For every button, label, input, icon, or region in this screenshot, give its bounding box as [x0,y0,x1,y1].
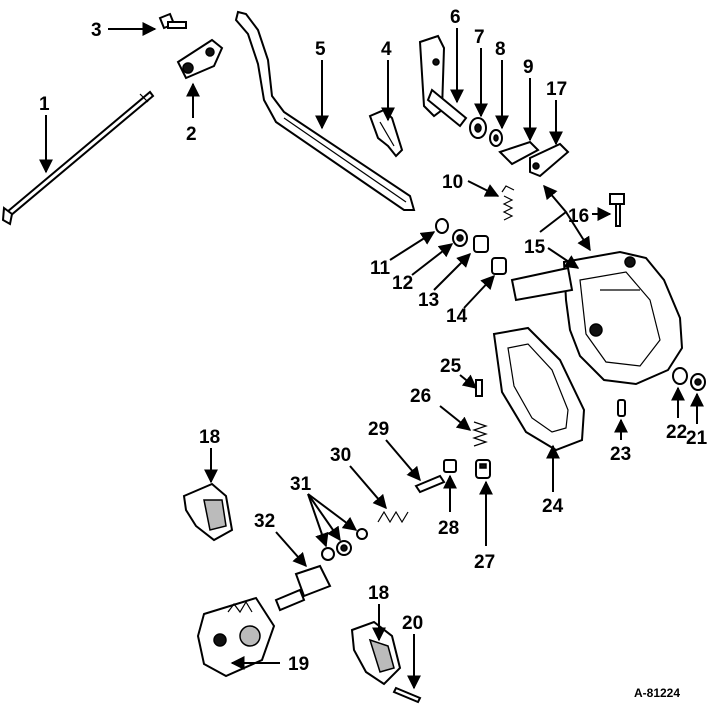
part-10-spring [501,185,515,221]
leader-lines [39,22,704,690]
part-18-bracket-lower [350,620,402,686]
part-19-gear-assembly [196,596,276,678]
leader-32 [275,531,307,568]
callout-20: 20 [402,613,423,634]
part-16-capscrew [609,193,625,227]
callout-11: 11 [370,258,391,279]
part-26-spring [472,421,488,447]
part-27-plug [475,459,491,479]
part-30-spring [377,510,409,524]
part-9-detent-plate [498,140,540,166]
part-7-washer [469,117,487,139]
part-6-lever-shaft [418,34,468,128]
leader-14 [463,274,495,309]
callout-3: 3 [91,20,102,41]
figure-reference: A-81224 [634,686,680,700]
callout-25: 25 [440,356,462,377]
part-5-shift-lever [234,10,416,211]
callout-18-upper: 18 [199,427,220,448]
callout-7: 7 [474,27,485,48]
part-29-pin [414,474,446,494]
leader-16-bracket-down [565,211,591,252]
callout-5: 5 [315,39,326,60]
callout-12: 12 [392,273,413,294]
callout-27: 27 [474,552,495,573]
callout-18-lower: 18 [368,583,389,604]
leader-31a [307,493,358,531]
leader-15 [547,247,580,269]
part-18-bracket-upper [182,482,234,542]
callout-23: 23 [610,444,631,465]
part-31-parts-set [321,528,368,561]
callout-30: 30 [330,445,351,466]
part-12-washer [452,229,468,247]
part-3-bolt [158,12,187,30]
part-20-pin [392,686,422,704]
leader-26 [439,405,472,431]
callout-28: 28 [438,518,459,539]
callout-29: 29 [368,419,389,440]
callout-4: 4 [381,39,392,60]
part-11-washer [435,218,449,234]
part-22-seal [672,367,688,385]
callout-16: 16 [568,206,589,227]
part-23-dowel [617,399,626,417]
leader-10 [467,180,500,197]
callout-15: 15 [524,237,546,258]
callout-labels: 1 2 3 4 5 6 7 8 9 10 11 12 13 14 15 16 1… [39,7,708,675]
part-17-lock-plate [529,142,570,178]
part-8-washer [489,129,503,147]
callout-2: 2 [186,124,197,145]
part-21-seal [690,373,706,391]
leader-11 [389,231,436,261]
leader-16-bracket-up [539,184,568,233]
part-4-bracket [368,108,404,158]
callout-32: 32 [254,511,275,532]
leader-29 [385,439,421,482]
callout-10: 10 [442,172,463,193]
callout-26: 26 [410,386,431,407]
callout-24: 24 [542,496,564,517]
part-32-shaft [274,564,332,612]
part-25-pin [475,379,483,397]
part-1-shift-rod [1,90,155,226]
part-24-gasket [492,326,586,452]
leader-31b [307,493,341,542]
callout-9: 9 [523,57,534,78]
callout-31: 31 [290,474,312,495]
part-14-bushing [491,257,507,275]
part-2-shift-fork [176,38,224,80]
part-28-sleeve [443,459,457,473]
leader-30 [349,465,387,510]
callout-22: 22 [666,422,687,443]
part-13-bushing [473,235,489,253]
callout-8: 8 [495,39,506,60]
callout-13: 13 [418,290,439,311]
callout-21: 21 [686,428,708,449]
callout-17: 17 [546,79,567,100]
callout-19: 19 [288,654,309,675]
callout-14: 14 [446,306,468,327]
callout-1: 1 [39,94,50,115]
leader-31c [307,493,329,548]
leader-25 [459,374,478,389]
leader-13 [433,253,471,291]
callout-6: 6 [450,7,461,28]
part-15-housing [510,250,684,386]
leader-12 [411,243,454,276]
